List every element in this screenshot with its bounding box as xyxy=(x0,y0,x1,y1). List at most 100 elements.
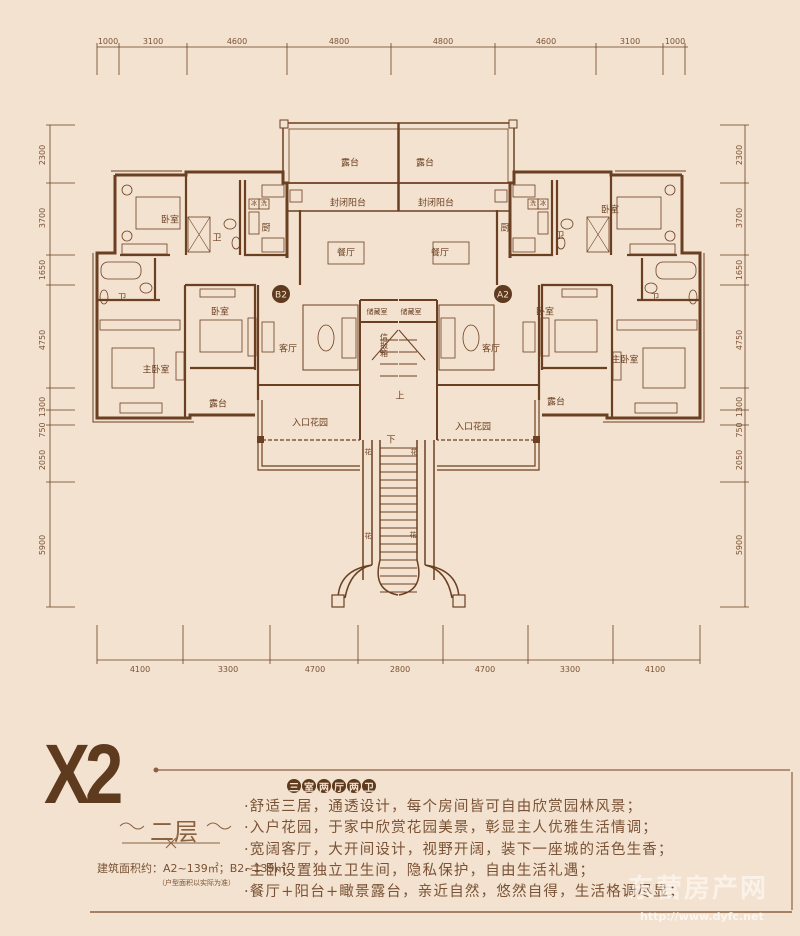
kitchen-fridge: 冰 xyxy=(251,200,257,208)
dim-bottom: 3300 xyxy=(560,665,580,674)
room-entry-garden: 入口花园 xyxy=(455,421,491,433)
svg-text:A2: A2 xyxy=(497,291,509,301)
room-bathroom: 卫 xyxy=(212,234,221,244)
dim-left: 1650 xyxy=(38,260,47,280)
watermark-name: 东营房产网 xyxy=(628,874,769,904)
dimension-lines xyxy=(49,46,746,661)
dim-top: 4600 xyxy=(227,37,247,46)
layout-tag: 三 xyxy=(287,779,301,794)
dim-right: 4750 xyxy=(735,330,744,350)
area-note: （户型面积以实际为准） xyxy=(158,879,235,887)
dim-left: 2300 xyxy=(38,145,47,165)
kitchen-washer: 洗 xyxy=(530,200,536,208)
feature-item: ·宽阔客厅，大开间设计，视野开阔，装下一座城的活色生香； xyxy=(244,841,674,858)
stair-steps: /* steps drawn below */ xyxy=(380,447,417,593)
room-kitchen: 厨 xyxy=(500,223,509,234)
dim-left: 2050 xyxy=(38,450,47,470)
planter-label: 花 xyxy=(411,447,418,456)
unit-badge-b2: B2 xyxy=(272,285,290,303)
room-living: 客厅 xyxy=(482,343,500,355)
right-unit-a2 xyxy=(397,118,706,609)
watermark-url: http://www.dyfc.net xyxy=(640,910,764,923)
layout-tag: 卫 xyxy=(362,779,376,794)
dim-top: 3100 xyxy=(143,37,163,46)
dimension-ticks xyxy=(46,43,749,664)
room-enclosed-balcony: 封闭阳台 xyxy=(330,197,366,209)
dim-top: 1000 xyxy=(665,37,685,46)
dim-right: 1300 xyxy=(735,397,744,417)
stair-up-label: 上 xyxy=(395,391,404,402)
room-bedroom: 卧室 xyxy=(211,306,229,318)
dim-right: 2050 xyxy=(735,450,744,470)
feature-item: ·主卧设置独立卫生间，隐私保护，自由生活礼遇； xyxy=(244,862,596,879)
room-kitchen: 厨 xyxy=(261,223,270,234)
room-bedroom: 卧室 xyxy=(601,204,619,216)
room-dining: 餐厅 xyxy=(337,247,355,259)
ornament xyxy=(119,822,232,849)
right-dimensions: 2300 3700 1650 4750 1300 750 2050 5900 xyxy=(735,145,744,555)
room-master-bedroom: 主卧室 xyxy=(142,364,169,376)
kitchen-fridge: 冰 xyxy=(540,200,546,208)
planter-label: 花 xyxy=(365,531,372,540)
building-area: 建筑面积约：A2~139㎡；B2~139㎡ xyxy=(97,862,286,875)
unit-badge-a2: A2 xyxy=(494,285,512,303)
mailbox-label: 信报箱 xyxy=(380,332,389,358)
dim-left: 1300 xyxy=(38,397,47,417)
dim-top: 4800 xyxy=(433,37,453,46)
feature-item: ·入户花园，于家中欣赏花园美景，彰显主人优雅生活情调； xyxy=(244,820,659,837)
room-storage: 储藏室 xyxy=(401,307,422,316)
room-terrace: 露台 xyxy=(209,398,227,410)
dim-right: 3700 xyxy=(735,208,744,228)
room-labels: 露台 露台 封闭阳台 封闭阳台 卧室 卧室 卫 卫 厨 厨 冰 洗 冰 洗 餐厅… xyxy=(117,157,659,541)
kitchen-washer: 洗 xyxy=(261,200,267,208)
room-bathroom: 卫 xyxy=(650,294,659,304)
layout-tag: 厅 xyxy=(332,779,346,794)
room-master-bedroom: 主卧室 xyxy=(611,354,638,366)
dim-top: 1000 xyxy=(98,37,118,46)
dim-left: 750 xyxy=(38,422,47,437)
info-frame xyxy=(90,767,793,913)
feature-item: ·餐厅+阳台+瞰景露台，亲近自然，悠然自得，生活格调尽显； xyxy=(244,884,685,901)
model-title: X2 xyxy=(44,727,123,821)
room-terrace: 露台 xyxy=(547,396,565,408)
layout-tags: 三 室 两 厅 两 卫 xyxy=(287,779,376,794)
svg-text:B2: B2 xyxy=(275,291,287,301)
dim-right: 1650 xyxy=(735,260,744,280)
room-storage: 储藏室 xyxy=(367,307,388,316)
dim-bottom: 2800 xyxy=(390,665,410,674)
room-bedroom: 卧室 xyxy=(536,306,554,318)
layout-tag: 室 xyxy=(302,779,316,794)
room-terrace-top: 露台 xyxy=(416,157,434,169)
dim-left: 3700 xyxy=(38,208,47,228)
dim-right: 750 xyxy=(735,422,744,437)
dim-right: 5900 xyxy=(735,535,744,555)
room-bedroom: 卧室 xyxy=(161,214,179,226)
layout-tag: 两 xyxy=(317,779,331,794)
room-enclosed-balcony: 封闭阳台 xyxy=(418,197,454,209)
dim-right: 2300 xyxy=(735,145,744,165)
floor-label: 二层 xyxy=(150,818,198,846)
room-terrace-top: 露台 xyxy=(341,157,359,169)
dim-left: 4750 xyxy=(38,330,47,350)
room-dining: 餐厅 xyxy=(431,247,449,259)
room-entry-garden: 入口花园 xyxy=(292,417,328,429)
layout-tag: 两 xyxy=(347,779,361,794)
left-unit-b2 xyxy=(91,118,400,609)
bottom-dimensions: 4100 3300 4700 2800 4700 3300 4100 xyxy=(130,665,665,674)
left-dimensions: 2300 3700 1650 4750 1300 750 2050 5900 xyxy=(38,145,47,555)
room-bathroom: 卫 xyxy=(117,294,126,304)
dim-bottom: 4100 xyxy=(130,665,150,674)
stair-down-label: 下 xyxy=(386,436,395,446)
dim-left: 5900 xyxy=(38,535,47,555)
dim-top: 4600 xyxy=(536,37,556,46)
room-bathroom: 卫 xyxy=(555,232,564,242)
dim-bottom: 4100 xyxy=(645,665,665,674)
dim-bottom: 3300 xyxy=(218,665,238,674)
planter-label: 花 xyxy=(410,530,417,539)
planter-label: 花 xyxy=(365,447,372,456)
dim-bottom: 4700 xyxy=(475,665,495,674)
room-living: 客厅 xyxy=(279,343,297,355)
dim-top: 4800 xyxy=(329,37,349,46)
feature-list: ·舒适三居，通透设计，每个房间皆可自由欣赏园林风景； ·入户花园，于家中欣赏花园… xyxy=(244,797,685,903)
